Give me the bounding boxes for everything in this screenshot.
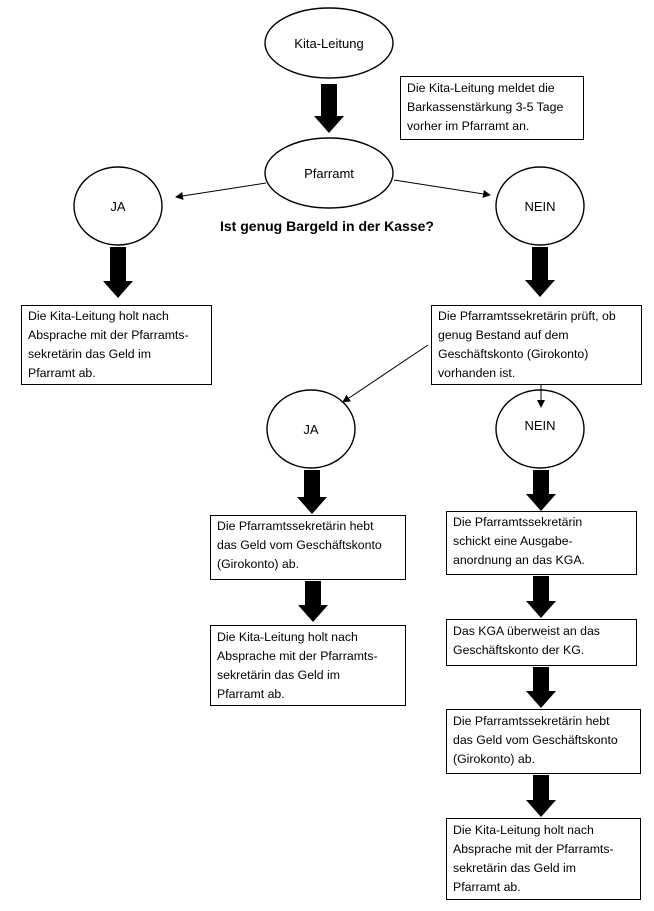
arrow-pfarramt-to-nein xyxy=(393,179,491,198)
arrow-pfarramt-to-ja xyxy=(175,182,267,200)
box-line: (Girokonto) ab. xyxy=(453,752,536,766)
box-line: sekretärin das Geld im xyxy=(217,668,341,682)
box-line: sekretärin das Geld im xyxy=(28,347,152,361)
box-ja2-abheben: Die Pfarramtssekretärin hebt das Geld vo… xyxy=(210,515,406,580)
box-line: Die Kita-Leitung holt nach xyxy=(453,823,594,837)
box-nein2-abheben: Die Pfarramtssekretärin hebt das Geld vo… xyxy=(446,709,641,774)
box-nein2-abholen: Die Kita-Leitung holt nach Absprache mit… xyxy=(446,818,641,900)
box-line: schickt eine Ausgabe- xyxy=(453,534,573,548)
box-ja1-abholen: Die Kita-Leitung holt nach Absprache mit… xyxy=(21,305,212,385)
arrow-pruefung-to-ja xyxy=(342,344,429,403)
box-line: Das KGA überweist an das xyxy=(453,624,600,638)
note-line: Barkassenstärkung 3-5 Tage xyxy=(407,100,564,114)
node-nein-2: NEIN xyxy=(524,417,556,433)
box-line: Absprache mit der Pfarramts- xyxy=(217,649,378,663)
node-kita-leitung: Kita-Leitung xyxy=(294,35,364,51)
box-nein2-anordnung: Die Pfarramtssekretärin schickt eine Aus… xyxy=(446,511,637,575)
box-line: genug Bestand auf dem xyxy=(438,328,569,342)
ellipse-ja-1 xyxy=(73,166,163,246)
block-arrow-nein1-to-pruefung xyxy=(525,247,555,297)
node-pfarramt: Pfarramt xyxy=(304,165,354,181)
box-line: vorhanden ist. xyxy=(438,366,516,380)
ellipse-kita-leitung xyxy=(264,7,394,79)
box-line: Die Pfarramtssekretärin hebt xyxy=(453,714,610,728)
decision-question: Ist genug Bargeld in der Kasse? xyxy=(220,218,434,234)
box-line: das Geld vom Geschäftskonto xyxy=(453,733,618,747)
box-pruefung: Die Pfarramtssekretärin prüft, ob genug … xyxy=(431,305,642,385)
box-line: Pfarramt ab. xyxy=(453,880,521,894)
box-line: Pfarramt ab. xyxy=(28,366,96,380)
note-line: vorher im Pfarramt an. xyxy=(407,119,530,133)
ellipse-nein-1 xyxy=(495,166,585,246)
block-arrow-kga-to-abheben xyxy=(526,667,556,708)
node-ja-1: JA xyxy=(110,198,126,214)
box-line: Die Pfarramtssekretärin prüft, ob xyxy=(438,309,616,323)
box-line: Geschäftskonto (Girokonto) xyxy=(438,347,589,361)
box-line: Geschäftskonto der KG. xyxy=(453,643,585,657)
block-arrow-ja1-to-box xyxy=(103,247,133,298)
block-arrow-anordnung-to-kga xyxy=(526,576,556,618)
box-line: Absprache mit der Pfarramts- xyxy=(453,842,614,856)
block-arrow-nein2-to-anordnung xyxy=(526,470,556,511)
ellipse-pfarramt xyxy=(264,137,394,209)
box-ja2-abholen: Die Kita-Leitung holt nach Absprache mit… xyxy=(210,625,406,706)
box-line: anordnung an das KGA. xyxy=(453,553,585,567)
node-ja-2: JA xyxy=(303,421,319,437)
block-arrow-abheben-to-abholen xyxy=(298,581,328,622)
ellipse-ja-2 xyxy=(266,389,356,469)
note-line: Die Kita-Leitung meldet die xyxy=(407,81,555,95)
block-arrow-abheben-to-abholen-2 xyxy=(526,775,556,817)
box-line: Die Pfarramtssekretärin hebt xyxy=(217,519,374,533)
box-line: das Geld vom Geschäftskonto xyxy=(217,538,382,552)
box-line: Pfarramt ab. xyxy=(217,687,285,701)
block-arrow-kita-to-pfarramt xyxy=(314,84,344,133)
node-nein-1: NEIN xyxy=(524,198,556,214)
note-box: Die Kita-Leitung meldet die Barkassenstä… xyxy=(400,76,584,140)
box-line: (Girokonto) ab. xyxy=(217,557,300,571)
box-nein2-ueberweisung: Das KGA überweist an das Geschäftskonto … xyxy=(446,619,637,666)
box-line: Die Kita-Leitung holt nach xyxy=(28,309,169,323)
box-line: Die Kita-Leitung holt nach xyxy=(217,630,358,644)
box-line: Absprache mit der Pfarramts- xyxy=(28,328,189,342)
box-line: sekretärin das Geld im xyxy=(453,861,577,875)
box-line: Die Pfarramtssekretärin xyxy=(453,515,583,529)
ellipse-nein-2 xyxy=(495,389,585,469)
block-arrow-ja2-to-abheben xyxy=(297,470,327,514)
